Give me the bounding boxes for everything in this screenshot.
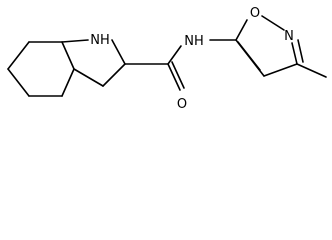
amide-group — [124, 39, 237, 91]
bond — [167, 45, 182, 65]
atom-label-n-ring: N — [284, 29, 294, 44]
bond — [7, 41, 30, 70]
bond — [61, 39, 89, 43]
bond — [167, 63, 181, 91]
bond — [263, 63, 298, 77]
bond — [171, 61, 185, 89]
bond — [237, 41, 261, 71]
bond — [73, 68, 104, 87]
bond — [61, 41, 75, 70]
isoxazole-ring — [235, 15, 304, 77]
molecule-drawing: NH NH O O N — [7, 6, 327, 112]
atom-label-o-ring: O — [250, 6, 260, 21]
bond — [61, 68, 75, 97]
bond — [7, 68, 30, 97]
bond — [297, 39, 304, 63]
atom-label-nh-amide: NH — [184, 34, 204, 49]
cyclohexane-ring — [7, 41, 75, 97]
bond — [261, 15, 285, 31]
bond — [291, 42, 298, 65]
bond — [235, 19, 248, 41]
bond — [111, 39, 126, 65]
pyrrolidine-ring — [61, 39, 126, 87]
methyl-bond — [296, 63, 327, 78]
bond — [102, 63, 126, 87]
atom-label-o-carbonyl: O — [177, 97, 187, 112]
structure-canvas: NH NH O O N — [0, 0, 332, 119]
atom-label-nh-ring: NH — [90, 33, 110, 48]
